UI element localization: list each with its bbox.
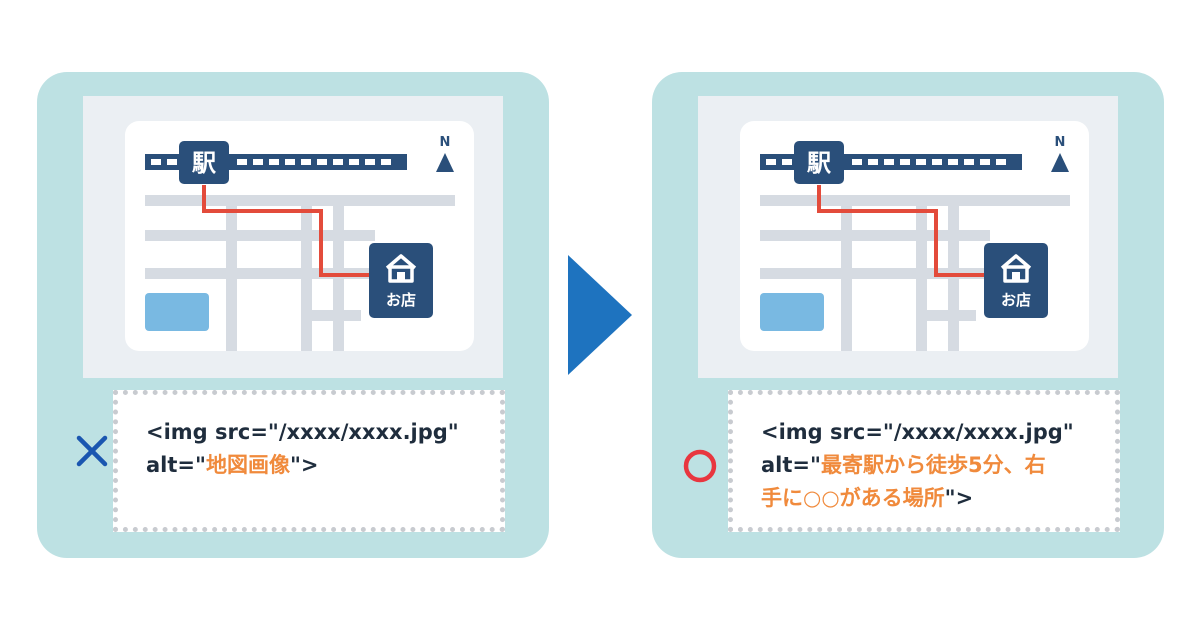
bad-example-panel: 駅 N お店 <img src="/xxxx/xxxx.jpg" alt="地図… (37, 72, 549, 558)
map-card: 駅 N お店 (740, 121, 1089, 351)
road-horizontal (760, 230, 990, 241)
road-horizontal (301, 310, 361, 321)
road-vertical (841, 195, 852, 351)
map-drawing: 駅 N お店 (145, 135, 455, 351)
code-sample-box: <img src="/xxxx/xxxx.jpg" alt="最寄駅から徒歩5分… (728, 390, 1120, 532)
code-line-2: alt="最寄駅から徒歩5分、右 (761, 455, 1046, 476)
alt-text-highlight: 最寄駅から徒歩5分、右 (820, 453, 1046, 477)
road-horizontal (916, 310, 976, 321)
map-card: 駅 N お店 (125, 121, 474, 351)
road-vertical (301, 195, 312, 351)
house-icon (385, 254, 417, 283)
station-label: 駅 (807, 149, 831, 177)
house-icon (1000, 254, 1032, 283)
route-line (817, 185, 984, 277)
road-horizontal (760, 195, 1070, 206)
north-arrow-icon (436, 153, 454, 172)
road-horizontal (145, 195, 455, 206)
alt-prefix: alt=" (761, 453, 821, 477)
code-line-3: 手に○○がある場所"> (761, 488, 973, 509)
shop-label: お店 (386, 291, 416, 309)
alt-suffix: "> (944, 486, 974, 510)
circle-icon (683, 449, 717, 483)
map-illustration: 駅 N お店 (698, 96, 1118, 378)
code-sample-box: <img src="/xxxx/xxxx.jpg" alt="地図画像"> (113, 390, 505, 532)
code-line-1: <img src="/xxxx/xxxx.jpg" (146, 420, 459, 444)
north-label: N (1055, 135, 1066, 150)
good-example-panel: 駅 N お店 <img src="/xxxx/xxxx.jpg" alt="最寄… (652, 72, 1164, 558)
shop-label: お店 (1001, 291, 1031, 309)
north-label: N (440, 135, 451, 150)
alt-prefix: alt=" (146, 453, 206, 477)
cross-icon (76, 435, 108, 467)
north-arrow-icon (1051, 153, 1069, 172)
road-horizontal (145, 230, 375, 241)
alt-text-highlight: 手に○○がある場所 (761, 486, 945, 510)
park-area (145, 293, 209, 331)
road-horizontal (760, 268, 990, 279)
station-marker (179, 141, 229, 184)
station-marker (794, 141, 844, 184)
map-illustration: 駅 N お店 (83, 96, 503, 378)
code-line-2: alt="地図画像"> (146, 455, 319, 476)
alt-text-highlight: 地図画像 (205, 453, 290, 477)
map-drawing: 駅 N お店 (760, 135, 1070, 351)
right-triangle-arrow (568, 255, 632, 375)
route-line (202, 185, 369, 277)
road-vertical (916, 195, 927, 351)
road-horizontal (145, 268, 375, 279)
alt-suffix: "> (289, 453, 319, 477)
code-line-1: <img src="/xxxx/xxxx.jpg" (761, 420, 1074, 444)
station-label: 駅 (192, 149, 216, 177)
park-area (760, 293, 824, 331)
road-vertical (226, 195, 237, 351)
